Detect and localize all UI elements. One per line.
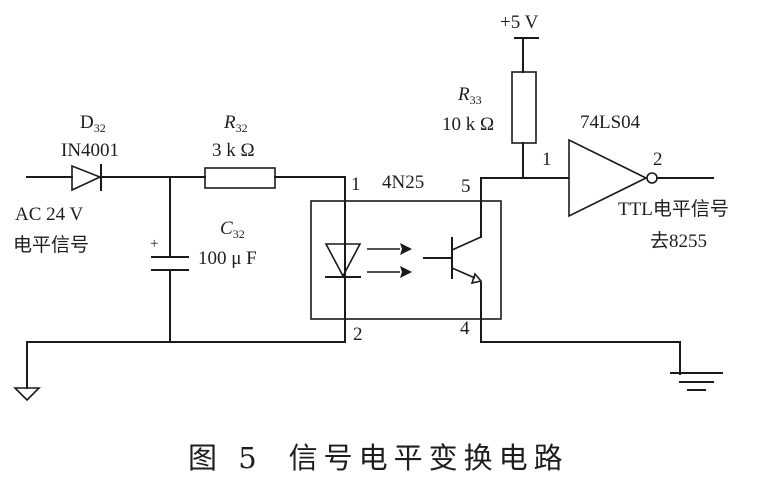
pin-5-label: 5 — [461, 176, 471, 197]
c32-value-label: 100 μ F — [198, 248, 257, 269]
c32-ref-label: C32 — [220, 218, 245, 241]
ground-rail-left — [26, 319, 346, 389]
r32-to-pin1-wire — [274, 176, 346, 324]
inverter-pin-in-label: 1 — [542, 149, 552, 170]
inverter-bubble-icon — [646, 172, 658, 184]
r32-value-label: 3 k Ω — [212, 140, 255, 161]
r33-value-label: 10 k Ω — [442, 114, 494, 135]
r33-ref-label: R33 — [457, 84, 482, 107]
input-label-line2: 电平信号 — [13, 234, 89, 256]
inverter-pin-out-label: 2 — [653, 149, 663, 170]
capacitor-c32-symbol — [151, 256, 189, 271]
inverter-74ls04-symbol — [568, 138, 648, 218]
emitter-ground-wire — [480, 282, 681, 375]
input-label-line1: AC 24 V — [15, 204, 84, 225]
vcc-label: +5 V — [500, 12, 539, 33]
r32-ref-label: R32 — [223, 112, 248, 135]
ground-icon-right — [670, 372, 723, 391]
pin-1-label: 1 — [351, 174, 361, 195]
optocoupler-part-label: 4N25 — [382, 172, 424, 193]
led-icon — [324, 243, 362, 278]
output-label-line2: 去8255 — [650, 230, 707, 252]
collector-wire — [480, 177, 569, 238]
d32-part-label: IN4001 — [61, 140, 119, 161]
output-label-line1: TTL电平信号 — [618, 198, 729, 220]
optocoupler-4n25-package — [310, 200, 502, 320]
diode-d32-symbol — [71, 164, 103, 192]
inverter-part-label: 74LS04 — [580, 112, 641, 133]
pin-2-label: 2 — [353, 324, 363, 345]
capacitor-polarity-mark: + — [150, 236, 158, 252]
ground-icon-left — [13, 387, 41, 402]
pin-4-label: 4 — [460, 318, 470, 339]
resistor-r32-symbol — [204, 167, 276, 189]
phototransistor-icon — [423, 236, 483, 285]
light-arrows-icon — [367, 243, 412, 278]
d32-ref-label: D32 — [80, 112, 106, 135]
resistor-r33-symbol — [511, 71, 537, 144]
